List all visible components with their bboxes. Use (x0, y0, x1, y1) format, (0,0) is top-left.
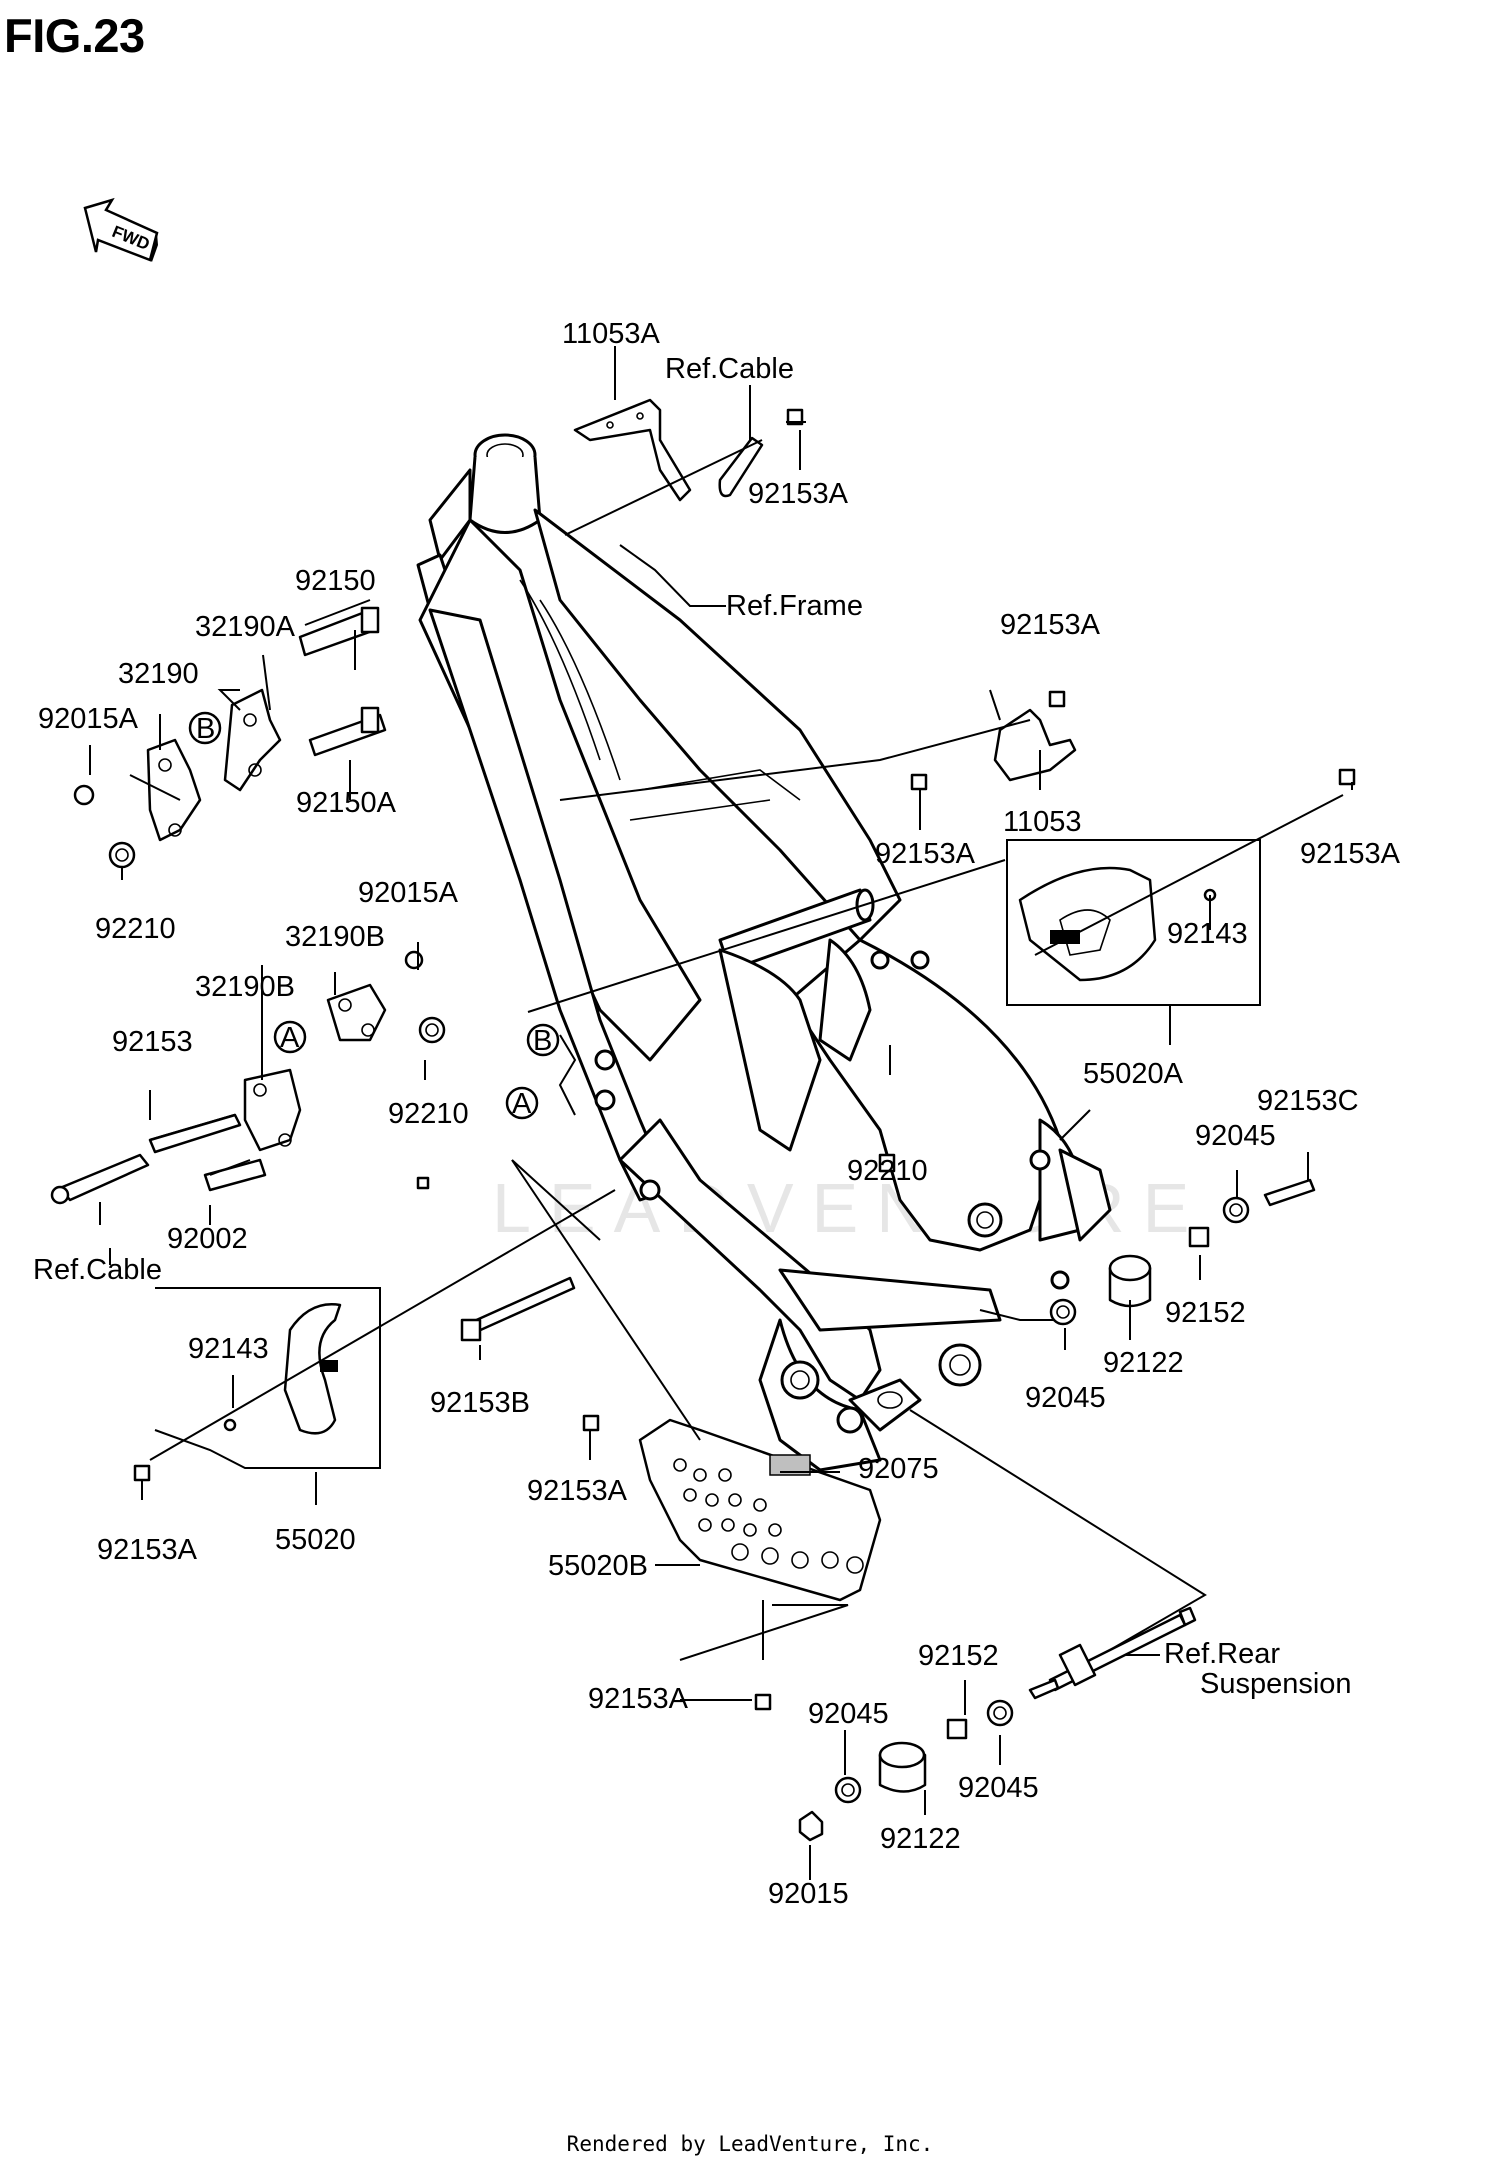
label-92153C: 92153C (1257, 1085, 1359, 1117)
small-fasteners (209, 599, 896, 1190)
label-92153B: 92153B (430, 1387, 530, 1419)
label-92045-mid: 92045 (1025, 1382, 1106, 1414)
label-55020A: 55020A (1083, 1058, 1184, 1090)
label-ref-suspension: Suspension (1200, 1668, 1352, 1700)
label-92143-left: 92143 (188, 1333, 269, 1365)
label-92210-frame: 92210 (847, 1155, 928, 1187)
label-ref-cable-left: Ref.Cable (33, 1254, 162, 1286)
label-92015: 92015 (768, 1878, 849, 1910)
main-frame (416, 433, 1112, 1472)
rear-suspension-shaft (1028, 1606, 1197, 1700)
label-32190: 32190 (118, 658, 199, 690)
label-92075: 92075 (858, 1453, 939, 1485)
label-92150: 92150 (295, 565, 376, 597)
label-ref-cable-top: Ref.Cable (665, 353, 794, 385)
bolt-92153A-right (1338, 768, 1356, 786)
label-92210-mid: 92210 (388, 1098, 469, 1130)
reference-markers: B A B A (188, 711, 560, 1120)
label-92153A-right2: 92153A (1300, 838, 1401, 870)
label-92015A-left: 92015A (38, 703, 139, 735)
label-92153A-plate: 92153A (527, 1475, 628, 1507)
bracket-11053A (573, 398, 692, 502)
label-55020B: 55020B (548, 1550, 648, 1582)
callout-labels: 11053A Ref.Cable 92153A Ref.Frame 92150 … (33, 318, 1401, 1910)
label-32190B-b: 32190B (195, 971, 295, 1003)
plates-32190B (50, 950, 446, 1205)
label-92143-right: 92143 (1167, 918, 1248, 950)
label-92150A: 92150A (296, 787, 397, 819)
guard-55020 (133, 1303, 342, 1482)
marker-b-frame: B (533, 1025, 552, 1057)
label-32190A: 32190A (195, 611, 296, 643)
cable-clamp-top (718, 436, 764, 498)
label-92045-right: 92045 (1195, 1120, 1276, 1152)
label-ref-rear: Ref.Rear (1164, 1638, 1280, 1670)
label-55020: 55020 (275, 1524, 356, 1556)
label-92152-right: 92152 (1165, 1297, 1246, 1329)
marker-b-left: B (196, 713, 215, 745)
label-32190B-a: 32190B (285, 921, 385, 953)
leader-lines (89, 346, 1353, 1880)
figure-title: FIG.23 (4, 9, 145, 62)
label-92045-b2: 92045 (958, 1772, 1039, 1804)
label-11053: 11053 (1003, 806, 1082, 838)
fwd-arrow-icon: FWD (83, 197, 159, 262)
label-92153: 92153 (112, 1026, 193, 1058)
label-92153A-mid: 92153A (875, 838, 976, 870)
marker-a-frame: A (512, 1088, 532, 1120)
marker-a-left: A (280, 1022, 300, 1054)
label-92002: 92002 (167, 1223, 248, 1255)
bolt-92153A-top (786, 408, 806, 426)
skid-plate-55020B (582, 1414, 882, 1711)
label-92122-right: 92122 (1103, 1347, 1184, 1379)
label-11053A: 11053A (562, 318, 660, 350)
label-92153A-right1: 92153A (1000, 609, 1101, 641)
bolt-92153B (460, 1276, 576, 1342)
label-92153A-bottom: 92153A (588, 1683, 689, 1715)
label-ref-frame: Ref.Frame (726, 590, 863, 622)
label-92152-bottom: 92152 (918, 1640, 999, 1672)
bearing-stack-bottom (798, 1699, 1014, 1842)
footer-credit: Rendered by LeadVenture, Inc. (566, 2132, 934, 2156)
label-92045-b1: 92045 (808, 1698, 889, 1730)
label-92153A-left: 92153A (97, 1534, 198, 1566)
label-92122-bottom: 92122 (880, 1823, 961, 1855)
bearing-stack-right (1049, 1178, 1316, 1326)
label-92015A-mid: 92015A (358, 877, 459, 909)
guard-55020A (1018, 866, 1217, 982)
label-92153A-top: 92153A (748, 478, 849, 510)
plates-32190 (73, 606, 387, 869)
pad-92075 (769, 1454, 811, 1476)
bracket-11053 (910, 690, 1077, 791)
label-92210-left: 92210 (95, 913, 176, 945)
